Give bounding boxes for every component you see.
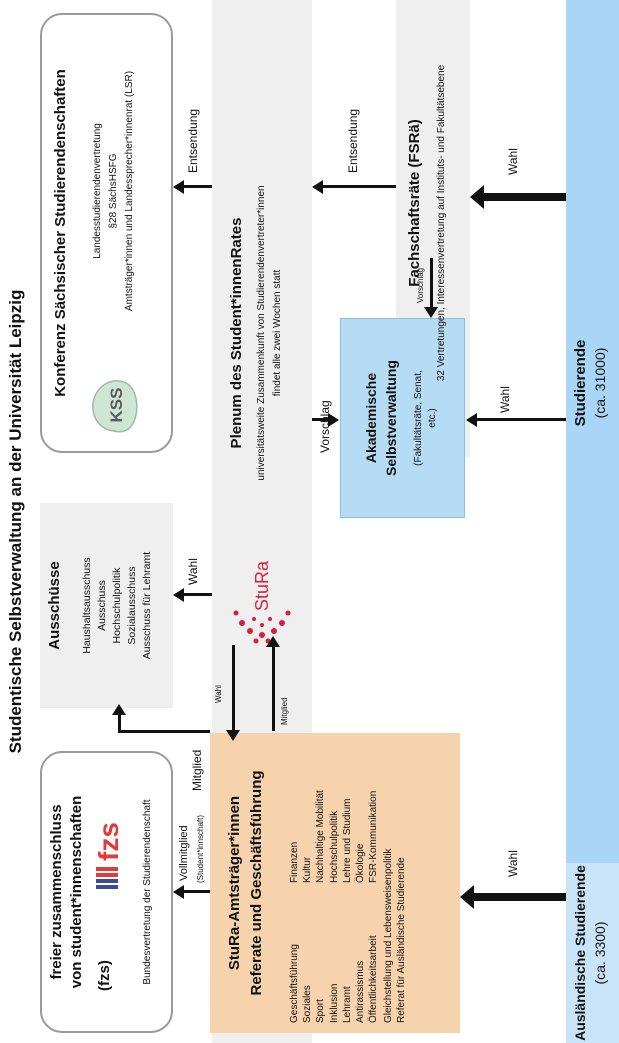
arrow-wahl-referate-ausl-head [460, 885, 474, 909]
referat-item: Referat für Ausländische Studierende [396, 857, 408, 1023]
akad-heading-1: Akademische [363, 372, 379, 464]
arrow-entsendung-plenum [320, 185, 396, 188]
stura-logo: StuRa [222, 543, 302, 653]
kss-line1: Landesstudierendenvertretung [92, 123, 103, 259]
referat-item: Soziales [302, 985, 314, 1023]
ausschuss-item: Sozialausschuss [126, 566, 138, 645]
arrow-vorschlag-fsr-head [424, 307, 438, 318]
plenum-heading: Plenum des Student*innenRates [228, 217, 245, 449]
wahl-label-referate: Wahl [214, 685, 223, 703]
ausschuss-item: Haushaltsausschuss [81, 557, 93, 654]
wahl-label-fsr: Wahl [506, 148, 520, 175]
arrow-wahl-referate-head [226, 730, 240, 741]
ausschuesse-box: Ausschüsse Haushaltsausschuss Ausschuss … [40, 503, 173, 708]
arrow-wahl-referate [232, 645, 235, 733]
vollmitglied-label: Vollmitglied [178, 825, 190, 881]
auslaendisch-count: (ca. 3300) [592, 921, 608, 985]
svg-text:KSS: KSS [107, 388, 126, 423]
referat-item: FSR-Kommunikation [368, 790, 380, 883]
referat-item: Öffentlichkeitsarbeit [368, 935, 380, 1023]
kss-box: Konferenz Sächsischer Studierendenschaft… [40, 13, 173, 453]
studierende-count: (ca. 31000) [592, 347, 608, 419]
referat-item: Nachhaltige Mobilität [315, 790, 327, 883]
vorschlag-label-plenum: Vorschlag [318, 400, 332, 453]
ausschuesse-heading: Ausschüsse [46, 561, 63, 650]
kss-heading: Konferenz Sächsischer Studierendenschaft… [52, 69, 69, 397]
kss-line3: Amtsträger*innen und Landessprecher*inne… [124, 70, 135, 312]
fsr-heading: Fachschaftsräte (FSRä) [406, 119, 423, 287]
referate-col-1: Geschäftsführung Soziales Sport Inklusio… [288, 935, 380, 1023]
entsendung-label-2: Entsendung [346, 108, 360, 173]
referat-item: Inklusion [328, 983, 340, 1023]
ausschuss-item: Hochschulpolitik [111, 567, 123, 644]
akad-heading-2: Selbstverwaltung [383, 360, 399, 476]
referate-box: StuRa-Amtsträger*innen Referate und Gesc… [210, 733, 460, 1033]
page-title: Studentische Selbstverwaltung an der Uni… [6, 289, 25, 754]
arrow-vollmitglied [181, 890, 210, 893]
fzs-heading-1: freier zusammenschluss [48, 804, 65, 980]
wahl-label-ausl: Wahl [506, 850, 520, 877]
arrow-vorschlag-fsr [430, 258, 433, 308]
referate-extra: Gleichstellung und Lebensweisenpolitik R… [382, 848, 408, 1023]
arrow-wahl-akad-head [466, 413, 477, 427]
studierende-label: Studierende [572, 339, 589, 427]
arrow-vollmitglied-head [173, 885, 184, 899]
referat-item: Finanzen [289, 841, 300, 883]
arrow-mitglied-ausschuesse-head [112, 704, 126, 715]
referat-item: Geschäftsführung [289, 944, 300, 1023]
auslaendisch-label: Ausländische Studierende [572, 865, 588, 1041]
vollmitglied-sub: (Student*innschaft) [196, 814, 205, 883]
kss-line2: §28 SächsHSFG [108, 153, 119, 229]
kss-logo: KSS [84, 373, 144, 437]
referat-item: Hochschulpolitik [328, 810, 340, 883]
arrow-wahl-akad [476, 418, 566, 421]
referat-item: Sport [315, 999, 327, 1023]
arrow-entsendung-kss [181, 185, 212, 188]
referate-col-2: Finanzen Kultur Nachhaltige Mobilität Ho… [288, 790, 380, 883]
ausschuss-item: Ausschuss [96, 580, 108, 631]
arrow-wahl-fsr [482, 193, 566, 201]
referate-heading-1: StuRa-Amtsträger*innen [226, 795, 243, 971]
entsendung-label-1: Entsendung [186, 108, 200, 173]
fsr-sub: 32 Vertretungen, Interessenvertretung au… [436, 64, 447, 382]
arrow-wahl-fsr-head [470, 185, 484, 209]
fzs-sub: Bundesvertretung der Studierendenschaft [142, 799, 153, 985]
fzs-heading-2: von student*innenschaften [68, 795, 85, 989]
svg-text:StuRa: StuRa [252, 560, 272, 611]
arrow-wahl-ausschuesse-head [173, 588, 184, 602]
wahl-label-ausschuesse: Wahl [186, 558, 200, 585]
arrow-wahl-ausschuesse [181, 593, 212, 596]
referat-item: Ökologie [355, 843, 367, 883]
plenum-sub-1: universitätsweite Zusammenkunft von Stud… [256, 185, 267, 481]
plenum-sub-2: findet alle zwei Wochen statt [272, 269, 283, 397]
referate-heading-2: Referate und Geschäftsführung [248, 770, 265, 996]
arrow-mitglied-stura-head [266, 636, 280, 647]
referat-item: Gleichstellung und Lebensweisenpolitik [383, 848, 394, 1023]
arrow-mitglied-ausschuesse-v [118, 730, 210, 733]
referat-item: Lehre und Studium [341, 798, 353, 883]
arrow-entsendung-plenum-head [312, 180, 323, 194]
mitglied-label-1: Mitglied [190, 749, 204, 791]
arrow-mitglied-stura [272, 645, 275, 731]
ausschuss-item: Ausschuss für Lehramt [141, 551, 153, 660]
referat-item: Kultur [302, 856, 314, 883]
fzs-heading-3: (fzs) [96, 960, 113, 991]
referat-item: Antirassismus [355, 960, 367, 1023]
wahl-label-akad: Wahl [498, 386, 512, 413]
svg-text:fzs: fzs [93, 822, 124, 861]
fzs-logo: fzs [90, 781, 124, 891]
mitglied-label-stura: Mitglied [280, 697, 289, 725]
ausschuesse-list: Haushaltsausschuss Ausschuss Hochschulpo… [80, 503, 155, 708]
arrow-wahl-referate-ausl [470, 893, 566, 901]
referat-item: Lehramt [341, 986, 353, 1023]
arrow-entsendung-kss-head [173, 180, 184, 194]
fzs-box: freier zusammenschluss von student*innen… [40, 751, 173, 1033]
vorschlag-label-fsr: Vorschlag [416, 267, 425, 303]
